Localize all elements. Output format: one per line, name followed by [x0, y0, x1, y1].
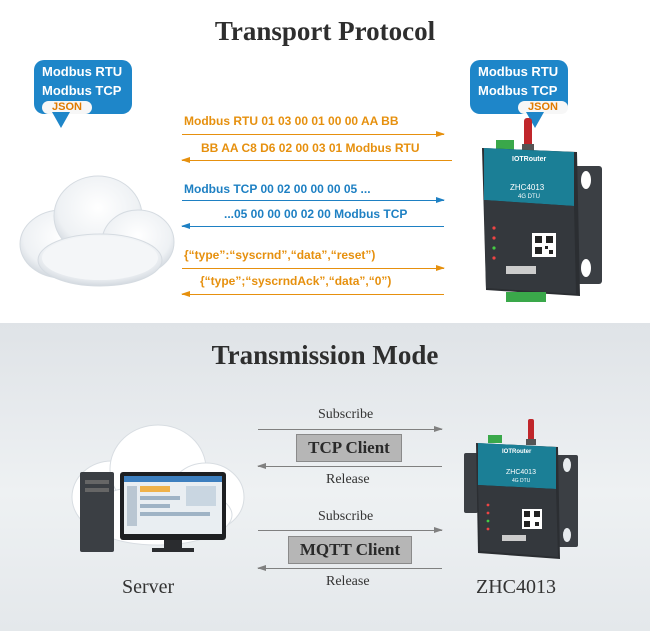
server-computer-icon — [80, 472, 226, 552]
transmission-mode-section: Transmission Mode Serv — [0, 323, 650, 631]
mqtt-release-label: Release — [326, 574, 370, 589]
left-protocol-bubble: Modbus RTU Modbus TCP JSON — [34, 60, 132, 128]
tcp-release-arrow — [257, 463, 442, 469]
tcp-release-label: Release — [326, 472, 370, 487]
right-protocol-bubble: Modbus RTU Modbus TCP JSON — [470, 60, 568, 128]
server-label: Server — [122, 576, 175, 598]
rtu-response-arrow — [181, 157, 452, 163]
zhc4013-device-image: IOTRouter ZHC4013 4G DTU — [462, 419, 582, 569]
transport-protocol-title: Transport Protocol — [214, 16, 436, 46]
json-response-text: {“type”;“syscrndAck”,“data”,“0”) — [200, 274, 392, 288]
mqtt-release-arrow — [257, 565, 442, 571]
router-device-icon — [482, 118, 602, 302]
bubble-line-modbus-rtu: Modbus RTU — [42, 64, 123, 79]
json-request-text: {“type”:“syscrnd”,“data”,“reset”) — [184, 248, 376, 262]
tcp-response-arrow — [181, 223, 444, 229]
zhc4013-device-image: IOTRouter ZHC4013 4G DTU — [462, 118, 612, 308]
bubble-line-modbus-tcp: Modbus TCP — [478, 83, 558, 98]
device-label: ZHC4013 — [476, 576, 556, 598]
rtu-response-text: BB AA C8 D6 02 00 03 01 Modbus RTU — [201, 141, 420, 155]
cloud-icon — [19, 175, 175, 287]
transmission-mode-title: Transmission Mode — [211, 340, 439, 370]
json-request-arrow — [182, 265, 445, 271]
tcp-subscribe-arrow — [258, 426, 443, 432]
tcp-request-arrow — [182, 197, 445, 203]
transport-protocol-section: Transport Protocol Modbus RTU Modbus TCP… — [19, 16, 612, 308]
device-brand-label: IOTRouter — [502, 449, 532, 455]
device-model-label: ZHC4013 — [506, 469, 536, 476]
device-model-label: ZHC4013 — [510, 183, 545, 192]
mqtt-subscribe-arrow — [258, 527, 443, 533]
bubble-tail — [52, 112, 70, 128]
tcp-response-text: ...05 00 00 00 02 00 Modbus TCP — [224, 207, 408, 221]
router-device-icon — [464, 419, 578, 559]
tcp-client-box: TCP Client — [296, 434, 402, 462]
device-brand-label: IOTRouter — [512, 156, 547, 163]
bubble-pill-json: JSON — [42, 101, 92, 114]
json-response-arrow — [181, 291, 444, 297]
device-sub-label: 4G DTU — [518, 194, 541, 200]
bubble-line-modbus-rtu: Modbus RTU — [478, 64, 559, 79]
bubble-line-modbus-tcp: Modbus TCP — [42, 83, 122, 98]
mqtt-subscribe-label: Subscribe — [318, 509, 374, 524]
tcp-request-text: Modbus TCP 00 02 00 00 00 05 ... — [184, 182, 371, 196]
rtu-request-text: Modbus RTU 01 03 00 01 00 00 AA BB — [184, 114, 399, 128]
mqtt-client-box: MQTT Client — [288, 536, 412, 564]
bubble-pill-json: JSON — [518, 101, 568, 114]
tcp-subscribe-label: Subscribe — [318, 407, 374, 422]
rtu-request-arrow — [182, 131, 445, 137]
device-sub-label: 4G DTU — [512, 478, 531, 484]
